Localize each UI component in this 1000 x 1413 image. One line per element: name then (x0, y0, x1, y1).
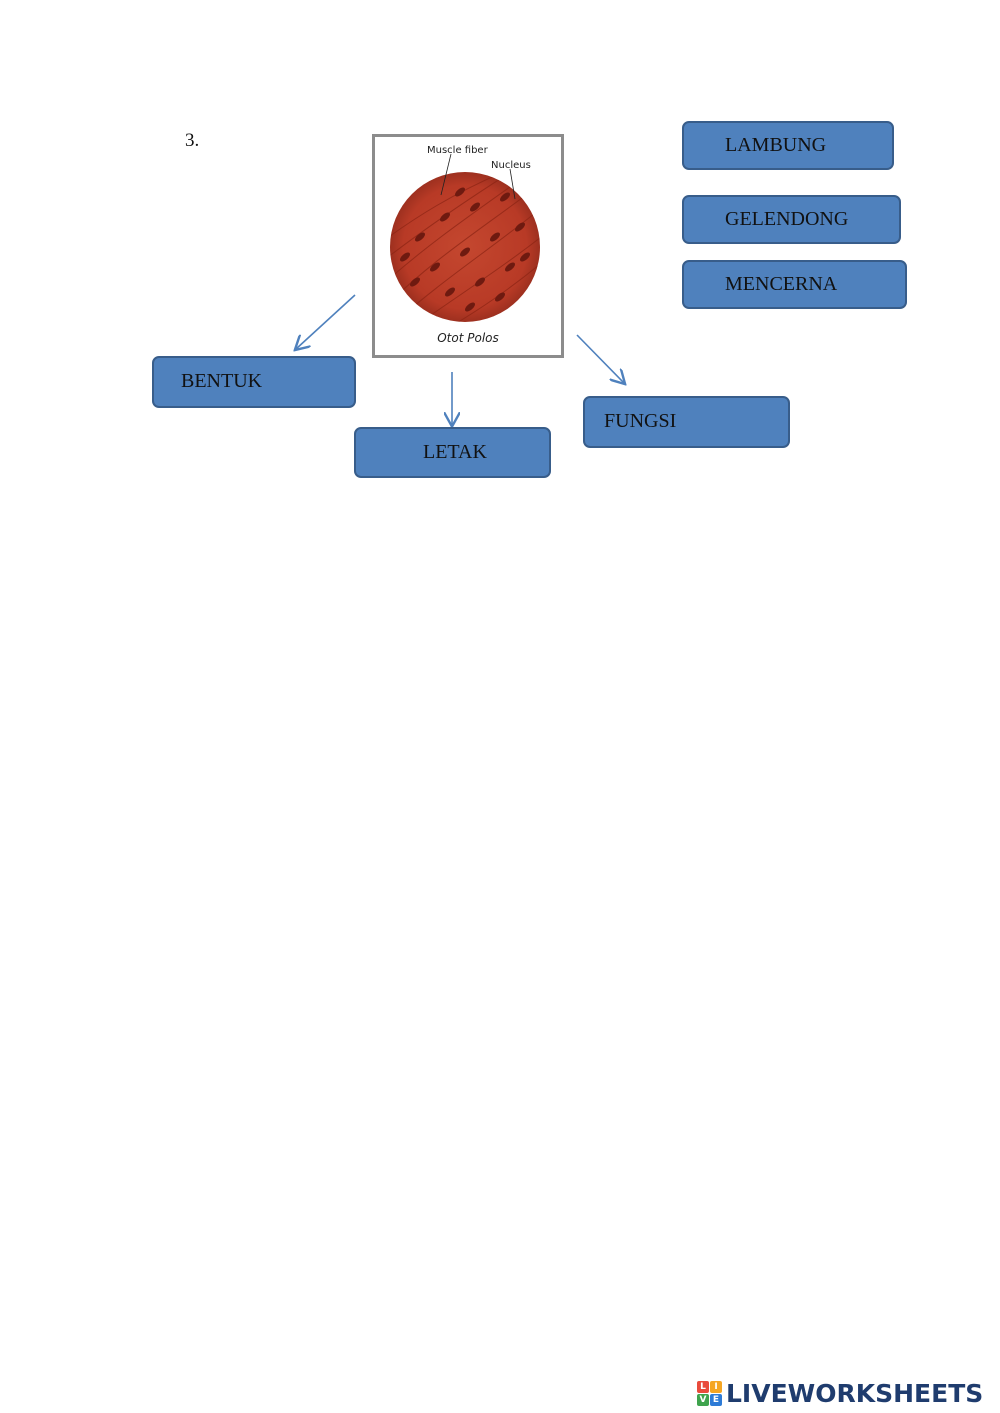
arrow-to-bentuk (296, 294, 356, 349)
muscle-fiber-label: Muscle fiber (427, 145, 489, 156)
option-gelendong-label: GELENDONG (725, 207, 849, 230)
smooth-muscle-image: Muscle fiber Nucleus Otot Polos (372, 134, 564, 358)
nucleus-label: Nucleus (491, 160, 531, 171)
brand-name: LIVEWORKSHEETS (726, 1378, 984, 1408)
option-gelendong[interactable]: GELENDONG (682, 195, 901, 244)
question-number: 3. (185, 130, 200, 151)
letak-label: LETAK (423, 440, 487, 463)
logo-mark-icon: L I V E (697, 1380, 722, 1406)
liveworksheets-logo: L I V E LIVEWORKSHEETS (697, 1378, 983, 1408)
option-mencerna-label: MENCERNA (725, 272, 838, 295)
option-lambung[interactable]: LAMBUNG (682, 121, 894, 170)
letak-drop-box[interactable]: LETAK (354, 427, 551, 478)
arrow-to-fungsi (576, 334, 624, 383)
option-mencerna[interactable]: MENCERNA (682, 260, 907, 309)
bentuk-label: BENTUK (181, 370, 263, 392)
option-lambung-label: LAMBUNG (725, 133, 827, 156)
fungsi-drop-box[interactable]: FUNGSI (583, 396, 790, 448)
tissue-circle (390, 172, 540, 322)
fungsi-label: FUNGSI (604, 410, 677, 432)
figure-caption: Otot Polos (437, 331, 499, 345)
bentuk-drop-box[interactable]: BENTUK (152, 356, 356, 408)
